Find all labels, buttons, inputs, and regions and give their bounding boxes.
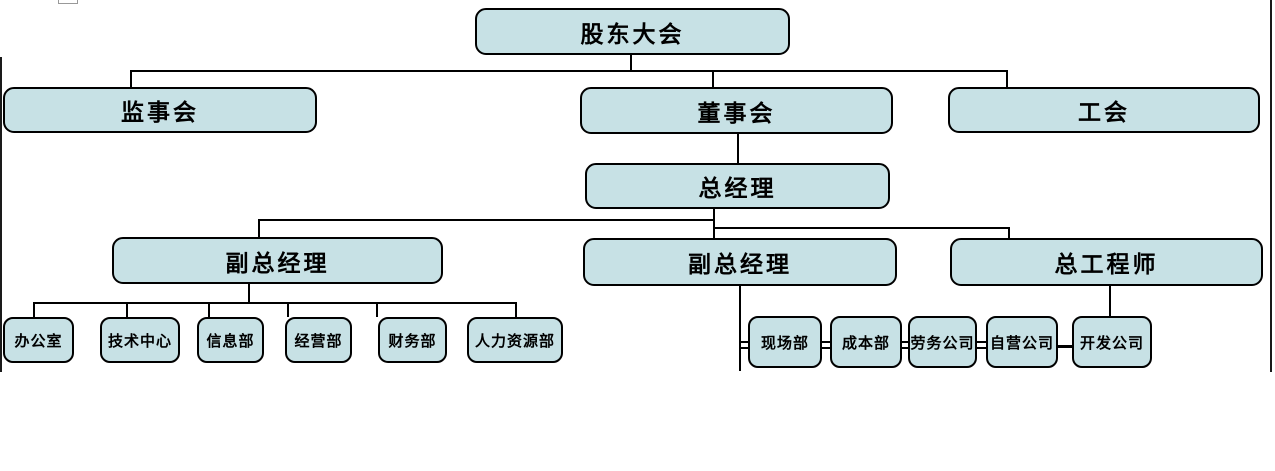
connector-line <box>515 302 517 317</box>
connector-line <box>33 302 35 317</box>
connector-line <box>739 286 741 371</box>
connector-line <box>248 284 250 303</box>
connector-line <box>1008 227 1010 238</box>
connector-line <box>130 70 132 88</box>
connector-line <box>741 347 748 349</box>
connector-line <box>977 341 986 343</box>
org-node-site-dept[interactable]: 现场部 <box>748 316 822 368</box>
org-node-finance-dept[interactable]: 财务部 <box>378 317 447 363</box>
org-node-labor-union[interactable]: 工会 <box>948 87 1260 133</box>
cropped-shape-fragment <box>58 0 78 4</box>
org-node-office[interactable]: 办公室 <box>3 317 74 363</box>
org-node-development-company[interactable]: 开发公司 <box>1072 316 1152 368</box>
org-node-general-manager[interactable]: 总经理 <box>585 163 890 209</box>
connector-line <box>902 347 908 349</box>
connector-line <box>902 341 908 343</box>
connector-line <box>376 302 378 317</box>
connector-line <box>822 347 830 349</box>
connector-line <box>741 341 748 343</box>
connector-line <box>822 341 830 343</box>
connector-line <box>208 302 210 317</box>
org-node-information-dept[interactable]: 信息部 <box>197 317 264 363</box>
org-node-deputy-gm-right[interactable]: 副总经理 <box>583 238 897 286</box>
org-node-labor-services-company[interactable]: 劳务公司 <box>908 316 977 368</box>
org-node-chief-engineer[interactable]: 总工程师 <box>950 238 1263 286</box>
connector-line <box>737 134 739 163</box>
connector-line <box>630 55 632 71</box>
org-node-human-resources-dept[interactable]: 人力资源部 <box>467 317 563 363</box>
org-node-board-of-directors[interactable]: 董事会 <box>580 87 893 134</box>
org-node-self-operated-company[interactable]: 自营公司 <box>986 316 1058 368</box>
connector-line <box>130 70 1008 72</box>
org-node-operations-dept[interactable]: 经营部 <box>285 317 352 363</box>
connector-line <box>713 209 715 239</box>
connector-line <box>258 219 260 237</box>
org-node-deputy-gm-left[interactable]: 副总经理 <box>112 237 443 284</box>
canvas-left-border <box>0 57 2 372</box>
connector-line <box>712 70 714 88</box>
connector-line <box>126 302 128 317</box>
connector-line <box>1109 286 1111 316</box>
connector-line <box>1006 70 1008 88</box>
connector-line <box>33 302 517 304</box>
connector-line <box>977 347 986 349</box>
connector-line <box>287 302 289 317</box>
org-node-shareholders-meeting[interactable]: 股东大会 <box>475 8 790 55</box>
canvas-right-border <box>1270 0 1272 372</box>
org-node-cost-dept[interactable]: 成本部 <box>830 316 902 368</box>
org-node-technology-center[interactable]: 技术中心 <box>100 317 180 363</box>
org-node-supervisory-board[interactable]: 监事会 <box>3 87 317 133</box>
connector-line <box>258 219 715 221</box>
connector-line <box>1058 345 1072 348</box>
connector-line <box>713 227 1010 229</box>
